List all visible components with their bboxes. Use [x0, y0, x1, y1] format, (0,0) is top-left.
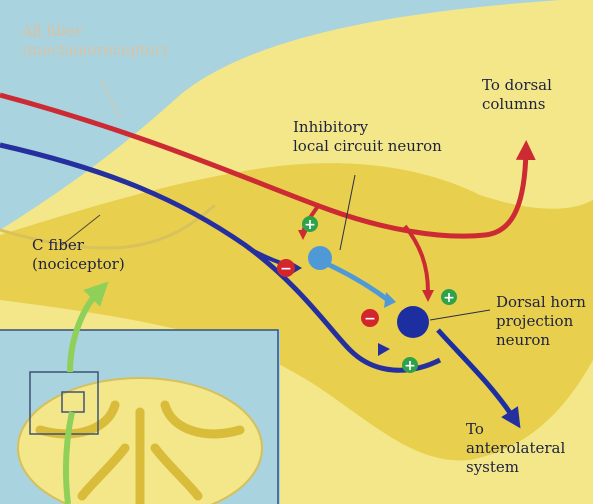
excitatory-sign-interneuron: +: [302, 216, 318, 233]
inhibitory-sign-projection: −: [361, 309, 379, 327]
projection-neuron-soma: [397, 306, 429, 338]
excitatory-sign-c-projection: +: [402, 357, 418, 374]
abeta-fiber-label-line1: Aβ fiber: [22, 22, 168, 41]
projection-neuron-label: Dorsal horn projection neuron: [496, 293, 586, 350]
svg-text:−: −: [364, 311, 376, 327]
inhibitory-sign-c-fiber: −: [277, 259, 295, 277]
anterolateral-label-line1: To: [466, 420, 565, 439]
c-fiber-label: C fiber (nociceptor): [32, 236, 125, 274]
inhibitory-neuron-label-line2: local circuit neuron: [293, 137, 442, 156]
projection-neuron-label-line2: projection: [496, 312, 586, 331]
svg-text:+: +: [404, 358, 416, 374]
svg-text:−: −: [280, 261, 292, 277]
excitatory-sign-abeta-projection: +: [441, 289, 457, 306]
svg-text:+: +: [443, 290, 455, 306]
dorsal-columns-label-line2: columns: [482, 95, 552, 114]
inhibitory-neuron-label: Inhibitory local circuit neuron: [293, 118, 442, 156]
anterolateral-label: To anterolateral system: [466, 420, 565, 477]
c-fiber-label-line1: C fiber: [32, 236, 125, 255]
anterolateral-label-line2: anterolateral: [466, 439, 565, 458]
inhibitory-neuron-label-line1: Inhibitory: [293, 118, 442, 137]
c-fiber-label-line2: (nociceptor): [32, 255, 125, 274]
abeta-fiber-label-line2: (mechanoreceptor): [22, 41, 168, 60]
anterolateral-label-line3: system: [466, 458, 565, 477]
dorsal-columns-label-line1: To dorsal: [482, 76, 552, 95]
interneuron-soma: [308, 246, 332, 270]
projection-neuron-label-line1: Dorsal horn: [496, 293, 586, 312]
dorsal-columns-label: To dorsal columns: [482, 76, 552, 114]
abeta-fiber-label: Aβ fiber (mechanoreceptor): [22, 22, 168, 60]
projection-neuron-label-line3: neuron: [496, 331, 586, 350]
svg-text:+: +: [304, 217, 316, 233]
